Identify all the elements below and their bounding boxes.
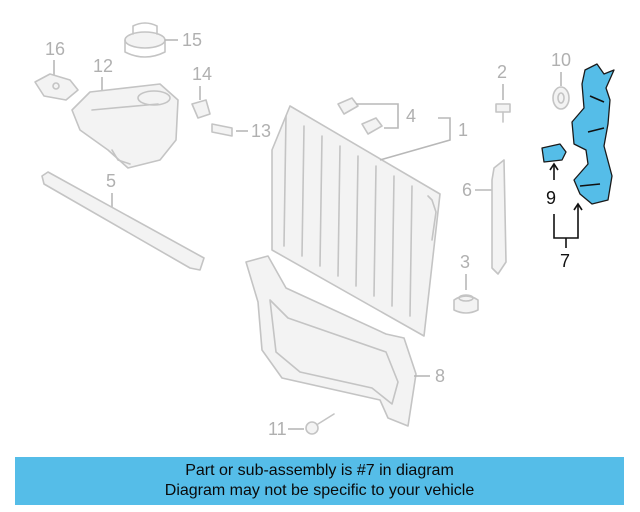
part-3-mount <box>453 294 479 314</box>
callout-7: 7 <box>560 251 570 271</box>
callout-2: 2 <box>497 62 507 82</box>
part-10-grommet <box>552 86 570 110</box>
callout-10: 10 <box>551 50 571 70</box>
part-12-expansion-tank <box>71 83 179 169</box>
part-4-clips <box>337 97 383 135</box>
part-1-radiator <box>271 105 441 337</box>
part-9-clip <box>541 143 567 163</box>
part-2-bolt <box>495 103 511 123</box>
info-banner: Part or sub-assembly is #7 in diagram Di… <box>15 457 624 505</box>
banner-line-1: Part or sub-assembly is #7 in diagram <box>185 462 454 479</box>
callout-8: 8 <box>435 366 445 386</box>
leader-1 <box>379 117 451 161</box>
callout-14: 14 <box>192 64 212 84</box>
callout-13: 13 <box>251 121 271 141</box>
leader-7-arrow <box>573 202 583 211</box>
callout-12: 12 <box>93 56 113 76</box>
callout-11: 11 <box>268 419 287 439</box>
callout-16: 16 <box>45 39 65 59</box>
part-8-shroud <box>245 255 417 427</box>
leader-4 <box>356 103 399 129</box>
callout-3: 3 <box>460 252 470 272</box>
part-15-cap <box>124 22 166 58</box>
callout-5: 5 <box>106 171 116 191</box>
banner-line-2: Diagram may not be specific to your vehi… <box>164 482 475 499</box>
part-16-bracket <box>34 73 79 101</box>
part-13-plug <box>211 123 233 137</box>
callout-1: 1 <box>458 120 468 140</box>
part-14-sensor <box>191 99 211 119</box>
part-11-screw <box>305 413 335 435</box>
leader-9-arrow <box>549 162 559 171</box>
part-7-air-duct <box>571 63 615 205</box>
part-6-bracket <box>491 159 507 275</box>
part-5-seal-strip <box>41 171 205 271</box>
callout-4: 4 <box>406 106 416 126</box>
callout-6: 6 <box>462 180 472 200</box>
callout-9: 9 <box>546 188 556 208</box>
parts-diagram: 15 16 12 14 13 5 1 <box>34 22 615 439</box>
callout-15: 15 <box>182 30 202 50</box>
